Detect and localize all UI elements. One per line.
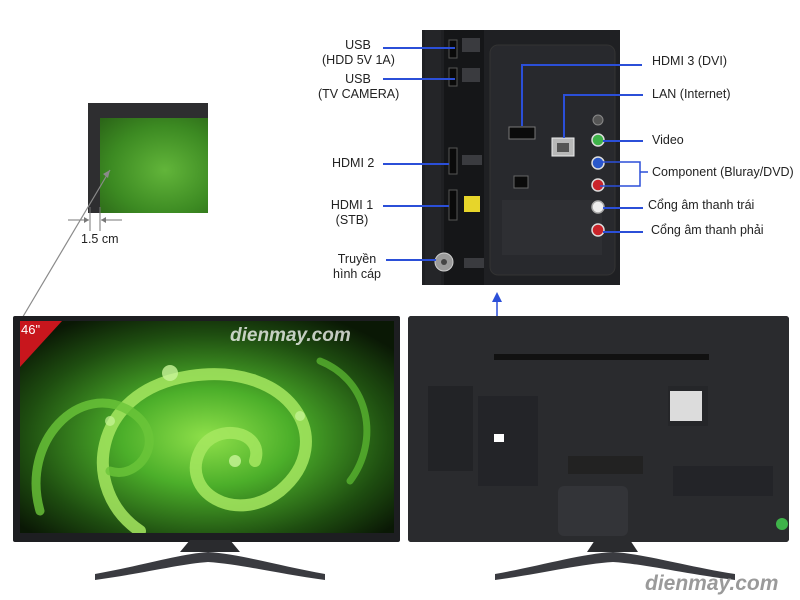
cable-tv-label-line2: hình cáp bbox=[333, 267, 381, 281]
usb-hdd-label: USB (HDD 5V 1A) bbox=[322, 38, 395, 68]
screen-fern-artwork bbox=[20, 321, 394, 533]
usb-camera-label: USB (TV CAMERA) bbox=[318, 72, 400, 102]
bezel-zoom-screen bbox=[100, 118, 208, 213]
bezel-dimension-marker bbox=[68, 207, 122, 231]
hdmi3-label: HDMI 3 (DVI) bbox=[652, 54, 727, 68]
hdmi3-callout-line-h bbox=[521, 64, 642, 66]
tv-front-stand bbox=[95, 540, 325, 580]
usb-camera-label-line2: (TV CAMERA) bbox=[318, 87, 400, 101]
zoom-pointer-line bbox=[17, 169, 111, 326]
hdmi1-label-line1: HDMI 1 bbox=[330, 198, 374, 212]
usb-hdd-label-line2: (HDD 5V 1A) bbox=[322, 53, 395, 67]
hdmi3-callout-line-v bbox=[521, 64, 523, 126]
usb-camera-callout-line bbox=[383, 78, 455, 80]
tv-back-stand bbox=[495, 540, 735, 580]
lan-callout-line-h bbox=[563, 94, 643, 96]
hdmi1-label: HDMI 1 (STB) bbox=[328, 198, 376, 228]
tv-back-drawing bbox=[408, 316, 789, 542]
cable-tv-label: Truyền hình cáp bbox=[328, 252, 386, 282]
component-label: Component (Bluray/DVD) bbox=[652, 165, 794, 179]
bezel-width-label: 1.5 cm bbox=[81, 232, 119, 246]
audio-left-label: Cổng âm thanh trái bbox=[648, 198, 755, 212]
size-badge-background bbox=[20, 321, 62, 367]
size-badge-label: 46" bbox=[21, 322, 41, 337]
video-label: Video bbox=[652, 133, 684, 147]
video-callout-line bbox=[603, 140, 643, 142]
footer-watermark: dienmay.com bbox=[645, 572, 779, 595]
hdmi1-callout-line bbox=[383, 205, 449, 207]
usb-hdd-label-line1: USB bbox=[345, 38, 371, 52]
screen-watermark: dienmay.com bbox=[230, 325, 351, 346]
tv-back-view bbox=[408, 316, 789, 542]
usb-camera-label-line1: USB bbox=[345, 72, 371, 86]
cable-tv-label-line1: Truyền bbox=[337, 252, 377, 266]
cable-tv-callout-line bbox=[386, 259, 436, 261]
audio-left-callout-line bbox=[603, 207, 643, 209]
hdmi1-label-line2: (STB) bbox=[335, 213, 369, 227]
tv-front-screen: dienmay.com bbox=[20, 321, 394, 533]
lan-callout-line-v bbox=[563, 94, 565, 138]
audio-right-callout-line bbox=[603, 231, 643, 233]
hdmi2-label: HDMI 2 bbox=[332, 156, 375, 170]
usb-hdd-callout-line bbox=[383, 47, 455, 49]
connector-panel-closeup bbox=[422, 30, 620, 285]
component-bracket-line bbox=[600, 161, 648, 187]
audio-right-label: Cổng âm thanh phải bbox=[651, 223, 764, 237]
hdmi2-callout-line bbox=[383, 163, 449, 165]
lan-label: LAN (Internet) bbox=[652, 87, 731, 101]
